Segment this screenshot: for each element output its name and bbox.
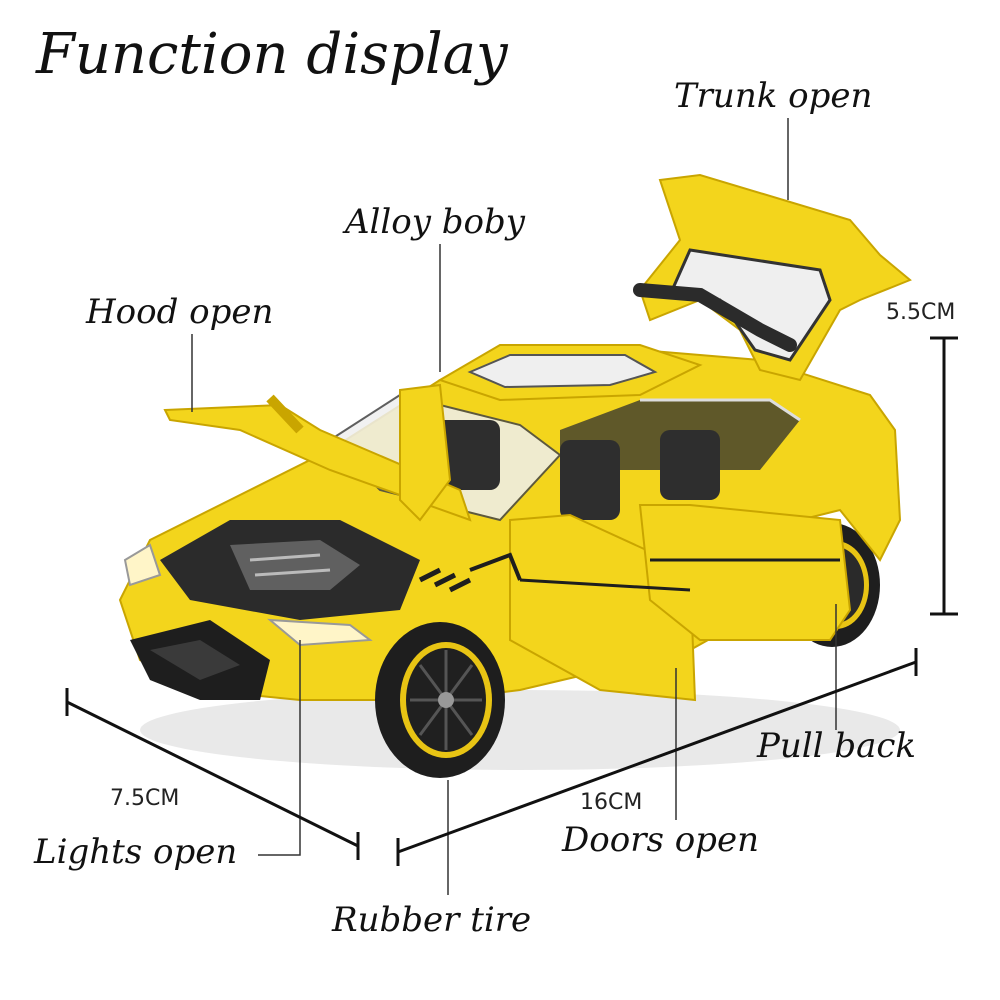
open-hood: [163, 403, 472, 522]
callout-alloy-body: Alloy boby: [345, 202, 525, 242]
headlight: [267, 618, 373, 647]
dimension-length: 16CM: [580, 790, 643, 815]
callout-lights-open: Lights open: [34, 832, 238, 872]
dimension-height: 5.5CM: [886, 300, 956, 325]
open-front-door: [399, 383, 452, 522]
callout-hood-open: Hood open: [86, 292, 274, 332]
sunroof-glass: [467, 354, 658, 389]
dimension-width: 7.5CM: [110, 786, 180, 811]
callout-pull-back: Pull back: [757, 726, 917, 766]
page-title: Function display: [36, 22, 508, 87]
callout-rubber-tire: Rubber tire: [332, 900, 532, 940]
callout-trunk-open: Trunk open: [674, 76, 873, 116]
callout-doors-open: Doors open: [562, 820, 759, 860]
front-wheel: [375, 622, 505, 778]
